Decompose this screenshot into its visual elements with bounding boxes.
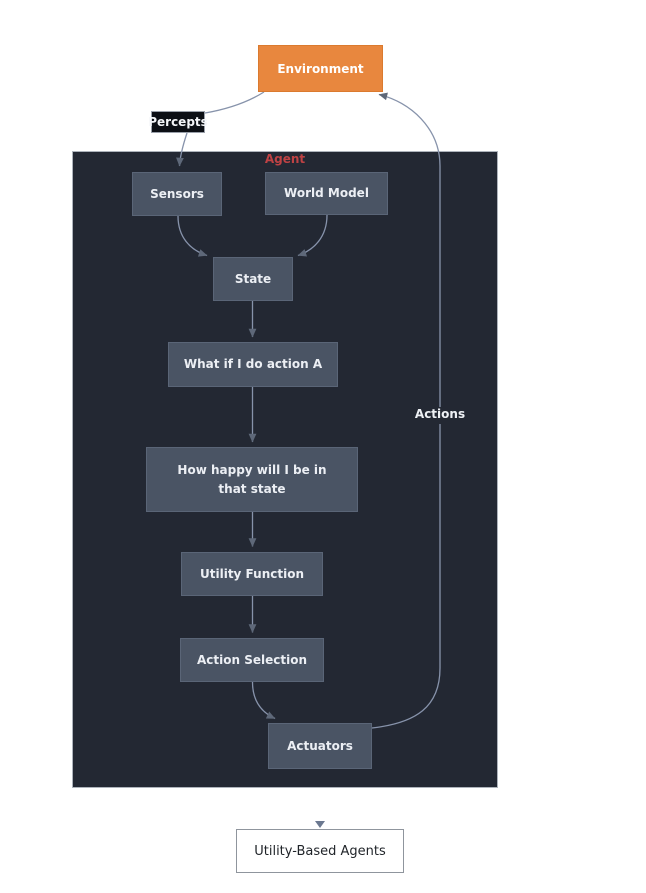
node-how-happy-label: How happy will I be in that state [177, 462, 327, 496]
node-world-model: World Model [265, 172, 388, 215]
label-percepts-text: Percepts [148, 115, 208, 129]
node-actuators-label: Actuators [287, 738, 353, 753]
node-sensors: Sensors [132, 172, 222, 216]
label-agent: Agent [252, 152, 318, 167]
node-environment: Environment [258, 45, 383, 92]
node-world-model-label: World Model [284, 186, 369, 201]
node-state-label: State [234, 271, 272, 286]
node-state: State [213, 257, 293, 301]
node-how-happy: How happy will I be in that state [146, 447, 358, 512]
node-what-if-label: What if I do action A [183, 357, 323, 372]
node-utility-function: Utility Function [181, 552, 323, 596]
label-actions-text: Actions [414, 407, 466, 421]
footer-box: Utility-Based Agents [236, 829, 404, 873]
label-percepts: Percepts [148, 111, 208, 133]
node-sensors-label: Sensors [150, 186, 204, 201]
label-actions: Actions [413, 407, 467, 424]
node-environment-label: Environment [277, 61, 364, 76]
node-what-if: What if I do action A [168, 342, 338, 387]
label-agent-text: Agent [264, 152, 306, 166]
node-utility-function-label: Utility Function [200, 566, 304, 581]
edge-environment-percepts [204, 91, 265, 114]
footer-box-label: Utility-Based Agents [254, 843, 386, 859]
node-action-selection: Action Selection [180, 638, 324, 682]
footer-arrowhead-icon [315, 821, 325, 828]
node-action-selection-label: Action Selection [197, 652, 307, 667]
node-actuators: Actuators [268, 723, 372, 769]
